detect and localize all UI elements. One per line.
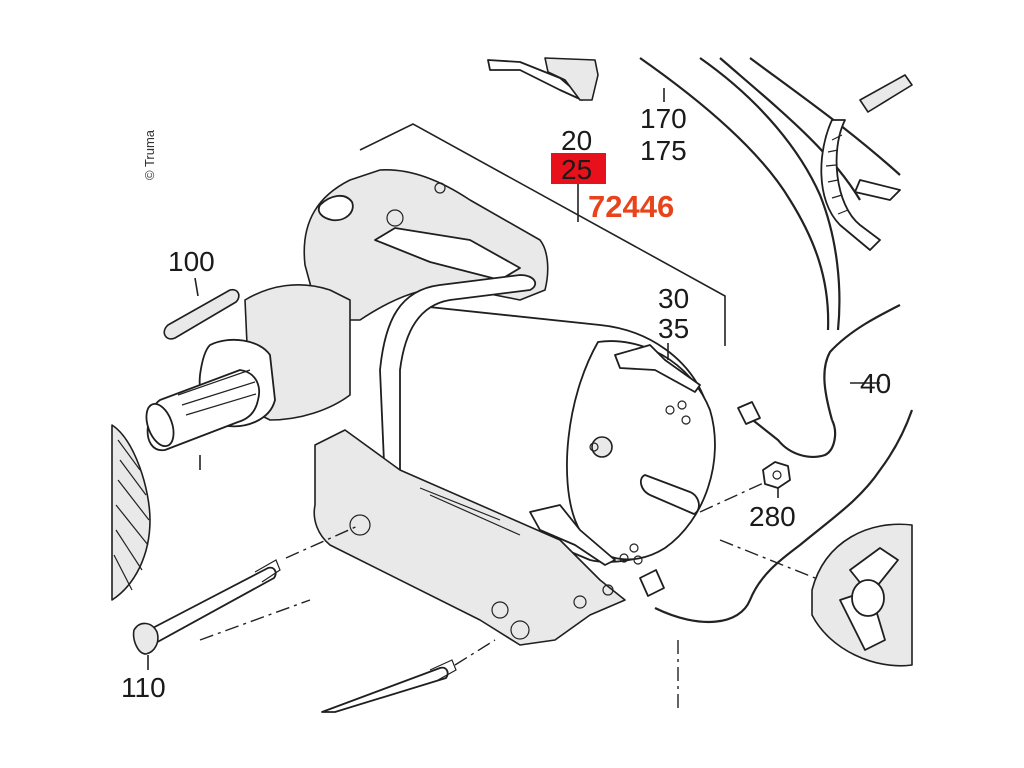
output-shaft — [145, 284, 351, 470]
label-20: 20 — [561, 125, 592, 156]
left-drum-part — [111, 424, 151, 601]
drawing-area: © Truma — [111, 57, 914, 713]
label-100: 100 — [168, 246, 215, 277]
highlight-box — [551, 153, 606, 184]
fan-wheel — [811, 523, 913, 667]
copyright-text: © Truma — [142, 129, 157, 180]
label-40: 40 — [860, 368, 891, 399]
cable-tie — [820, 74, 913, 251]
label-170: 170 — [640, 103, 687, 134]
label-25-highlighted: 25 — [561, 154, 592, 185]
part-100-key — [163, 277, 240, 340]
bolt-lower — [321, 659, 457, 713]
label-280: 280 — [749, 501, 796, 532]
label-110: 110 — [121, 672, 166, 703]
label-175: 175 — [640, 135, 687, 166]
part-170-175-wires — [639, 57, 901, 331]
top-brackets — [487, 57, 599, 101]
order-number: 72446 — [588, 189, 674, 224]
assembly-lines — [199, 479, 821, 712]
leader-lines — [359, 88, 726, 360]
base-plate — [313, 429, 626, 646]
label-35: 35 — [658, 313, 689, 344]
part-labels: 20 25 72446 170 175 100 30 35 40 280 110 — [121, 103, 891, 703]
part-110-bolt — [132, 559, 281, 670]
wiring — [639, 304, 914, 624]
label-30: 30 — [658, 283, 689, 314]
electric-motor — [379, 274, 716, 566]
part-280-nut — [762, 461, 791, 498]
